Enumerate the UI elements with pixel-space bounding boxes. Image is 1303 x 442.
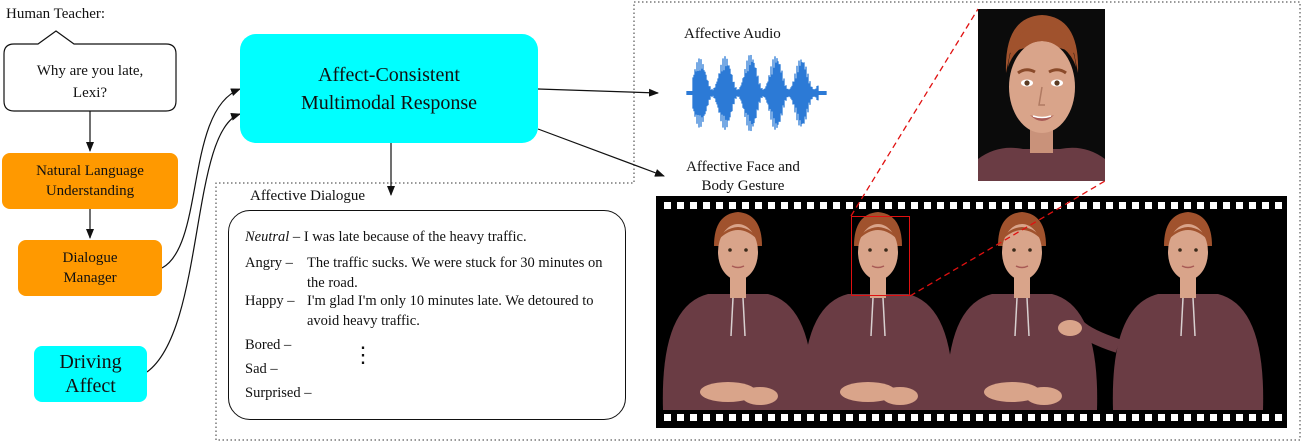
audio-waveform: [686, 54, 827, 132]
avatar-frames: [662, 212, 1264, 410]
dialogue-sad-emotion: Sad –: [245, 361, 278, 377]
multimodal-response-box: Affect-Consistent Multimodal Response: [240, 34, 538, 143]
nlu-box: Natural Language Understanding: [2, 153, 178, 209]
arrow-response-to-face: [537, 128, 665, 177]
affective-face-label: Affective Face and Body Gesture: [686, 159, 800, 194]
dotted-region-border: [215, 1, 1301, 441]
dialogue-angry-text: The traffic sucks. We were stuck for 30 …: [307, 255, 603, 291]
avatar-figure: [662, 212, 814, 410]
speech-bubble: [3, 30, 177, 112]
avatar-figure: [1058, 212, 1264, 410]
dialogue-surprised-emotion: Surprised –: [245, 385, 312, 401]
face-closeup-image: [978, 9, 1105, 181]
avatar-figure: [946, 212, 1098, 410]
arrow-affect-to-response: [146, 112, 241, 373]
dialogue-angry-emotion: Angry –: [245, 255, 293, 271]
avatar-figure: [802, 212, 954, 410]
highlight-face-box: [851, 216, 910, 296]
arrow-response-to-audio: [537, 88, 659, 97]
gesture-filmstrip: [656, 196, 1287, 428]
affective-audio-label: Affective Audio: [684, 26, 781, 42]
teacher-utterance: Why are you late, Lexi?: [36, 63, 144, 101]
driving-affect-box: Driving Affect: [34, 346, 147, 402]
human-teacher-label: Human Teacher:: [6, 6, 106, 22]
ellipsis-vertical: ⋮: [352, 342, 374, 367]
arrow-dm-to-response: [161, 88, 241, 269]
dialogue-neutral: Neutral – I was late because of the heav…: [245, 229, 527, 245]
waveform-bars: [686, 54, 827, 132]
dialogue-bored-emotion: Bored –: [245, 337, 292, 353]
affective-dialogue-label: Affective Dialogue: [250, 188, 366, 204]
dialogue-happy-emotion: Happy –: [245, 293, 295, 309]
dialogue-happy-text: I'm glad I'm only 10 minutes late. We de…: [307, 293, 594, 329]
dialogue-panel: Neutral – I was late because of the heav…: [228, 210, 626, 420]
dialogue-manager-box: Dialogue Manager: [18, 240, 162, 296]
